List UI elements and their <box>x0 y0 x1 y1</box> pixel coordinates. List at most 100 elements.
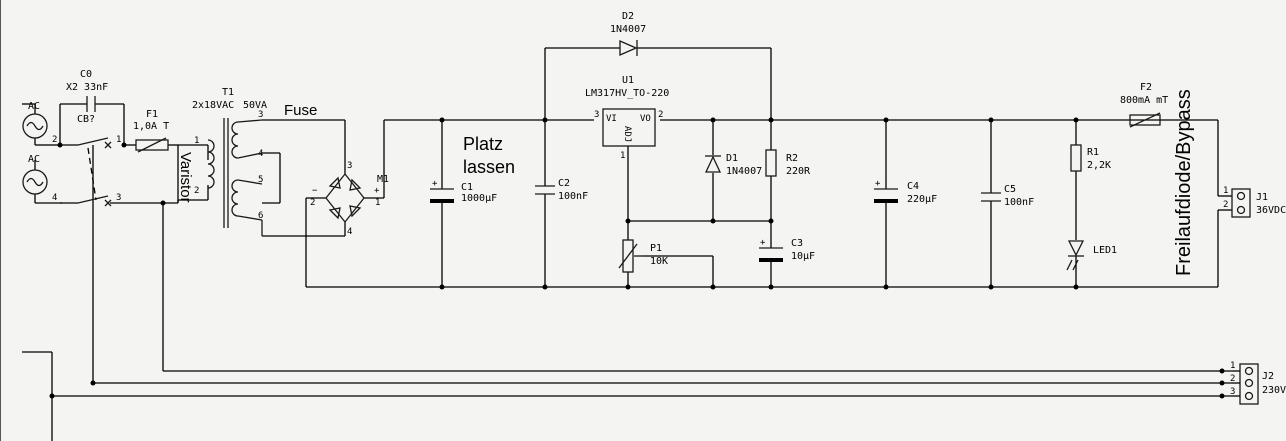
c0-value: X2 33nF <box>66 82 108 93</box>
svg-text:+: + <box>760 238 766 248</box>
led1-ref: LED1 <box>1093 245 1117 256</box>
c5-ref: C5 <box>1004 184 1016 195</box>
u1-adj: ADJ <box>622 126 632 142</box>
freilauf-note: Freilaufdiode/Bypass <box>1173 89 1195 276</box>
bridge-pin-4: 4 <box>347 227 352 237</box>
capacitor-c5[interactable] <box>981 192 1001 202</box>
switch-pin-4: 4 <box>52 193 57 203</box>
t1-pin-2: 2 <box>194 186 199 196</box>
switch-ref: CB? <box>77 114 95 125</box>
bridge-pin-3: 3 <box>347 161 352 171</box>
j1-ref: J1 <box>1256 192 1268 203</box>
j2-pin-1: 1 <box>1230 361 1235 371</box>
t1-va: 50VA <box>243 100 267 111</box>
u1-pin-3: 3 <box>594 110 599 120</box>
c5-value: 100nF <box>1004 197 1034 208</box>
c2-value: 100nF <box>558 191 588 202</box>
capacitor-c3[interactable]: + <box>759 238 783 262</box>
c0-ref: C0 <box>80 69 92 80</box>
f1-ref: F1 <box>146 109 158 120</box>
capacitor-c0[interactable] <box>86 96 96 112</box>
svg-text:+: + <box>875 179 881 189</box>
u1-vi: VI <box>606 114 617 124</box>
connector-j2[interactable] <box>1232 363 1259 405</box>
platz-note-line2: lassen <box>463 157 515 177</box>
j1-value: 36VDC <box>1256 205 1286 216</box>
svg-text:+: + <box>432 179 438 189</box>
j2-pin-2: 2 <box>1230 374 1235 384</box>
capacitor-c4[interactable]: + <box>874 179 898 203</box>
bridge-rectifier-m1[interactable] <box>325 172 365 224</box>
switch-pin-1: 1 <box>116 135 121 145</box>
t1-pin-6: 6 <box>258 211 263 221</box>
r1-ref: R1 <box>1087 147 1099 158</box>
fuse-note: Fuse <box>284 102 317 119</box>
switch-pin-3: 3 <box>116 193 121 203</box>
r2-ref: R2 <box>786 153 798 164</box>
j1-pin-2: 2 <box>1223 200 1228 210</box>
platz-note-line1: Platz <box>463 134 503 154</box>
j1-pin-1: 1 <box>1223 186 1228 196</box>
r1-value: 2,2K <box>1087 160 1111 171</box>
r2-value: 220R <box>786 166 811 177</box>
regulator-u1[interactable] <box>602 108 656 147</box>
p1-value: 10K <box>650 256 668 267</box>
potentiometer-p1[interactable] <box>618 239 642 273</box>
ac-bottom-label: AC <box>28 154 40 165</box>
bridge-pin-2: 2 <box>310 198 315 208</box>
t1-pin-5: 5 <box>258 175 263 185</box>
bridge-plus: + <box>374 186 380 196</box>
u1-pin-1: 1 <box>620 151 625 161</box>
bridge-minus: − <box>312 186 318 196</box>
f2-ref: F2 <box>1140 82 1152 93</box>
connector-j1[interactable] <box>1231 188 1251 218</box>
fuse-f1[interactable] <box>135 137 169 153</box>
d1-value: 1N4007 <box>726 166 762 177</box>
j2-pin-3: 3 <box>1230 387 1235 397</box>
c3-ref: C3 <box>791 238 803 249</box>
u1-ref: U1 <box>622 75 634 86</box>
u1-pin-2: 2 <box>658 110 663 120</box>
diode-d1[interactable] <box>704 155 722 173</box>
switch-pin-2: 2 <box>52 135 57 145</box>
ac-source-top[interactable] <box>22 113 48 139</box>
ac-top-label: AC <box>28 101 40 112</box>
t1-value: 2x18VAC <box>192 100 234 111</box>
d2-value: 1N4007 <box>610 24 646 35</box>
d2-ref: D2 <box>622 11 634 22</box>
diode-d2[interactable] <box>619 40 638 56</box>
c1-value: 1000µF <box>461 193 497 204</box>
t1-pin-4: 4 <box>258 149 263 159</box>
resistor-r1[interactable] <box>1070 144 1082 172</box>
f2-value: 800mA mT <box>1120 95 1168 106</box>
junctions <box>49 117 1225 399</box>
j2-value: 230V <box>1262 385 1286 396</box>
t1-pin-3: 3 <box>258 110 263 120</box>
u1-vo: VO <box>640 114 651 124</box>
m1-ref: M1 <box>377 174 389 185</box>
f1-value: 1,0A T <box>133 121 169 132</box>
ac-source-bottom[interactable] <box>22 169 48 195</box>
capacitor-c2[interactable] <box>535 185 555 195</box>
t1-ref: T1 <box>222 87 234 98</box>
led-led1[interactable] <box>1066 240 1085 271</box>
bridge-pin-1: 1 <box>375 198 380 208</box>
d1-ref: D1 <box>726 153 738 164</box>
capacitor-c1[interactable]: + <box>430 179 454 203</box>
j2-ref: J2 <box>1262 371 1274 382</box>
transformer-t1[interactable] <box>207 118 263 236</box>
power-switch-cb[interactable] <box>77 137 112 207</box>
c1-ref: C1 <box>461 182 473 193</box>
u1-value: LM317HV_TO-220 <box>585 88 669 99</box>
t1-pin-1: 1 <box>194 136 199 146</box>
c2-ref: C2 <box>558 178 570 189</box>
fuse-f2[interactable] <box>1129 112 1161 128</box>
resistor-r2[interactable] <box>765 149 777 177</box>
p1-ref: P1 <box>650 243 662 254</box>
c3-value: 10µF <box>791 251 815 262</box>
c4-value: 220µF <box>907 194 937 205</box>
varistor-label: Varistor <box>177 152 194 203</box>
wires <box>0 0 1232 441</box>
